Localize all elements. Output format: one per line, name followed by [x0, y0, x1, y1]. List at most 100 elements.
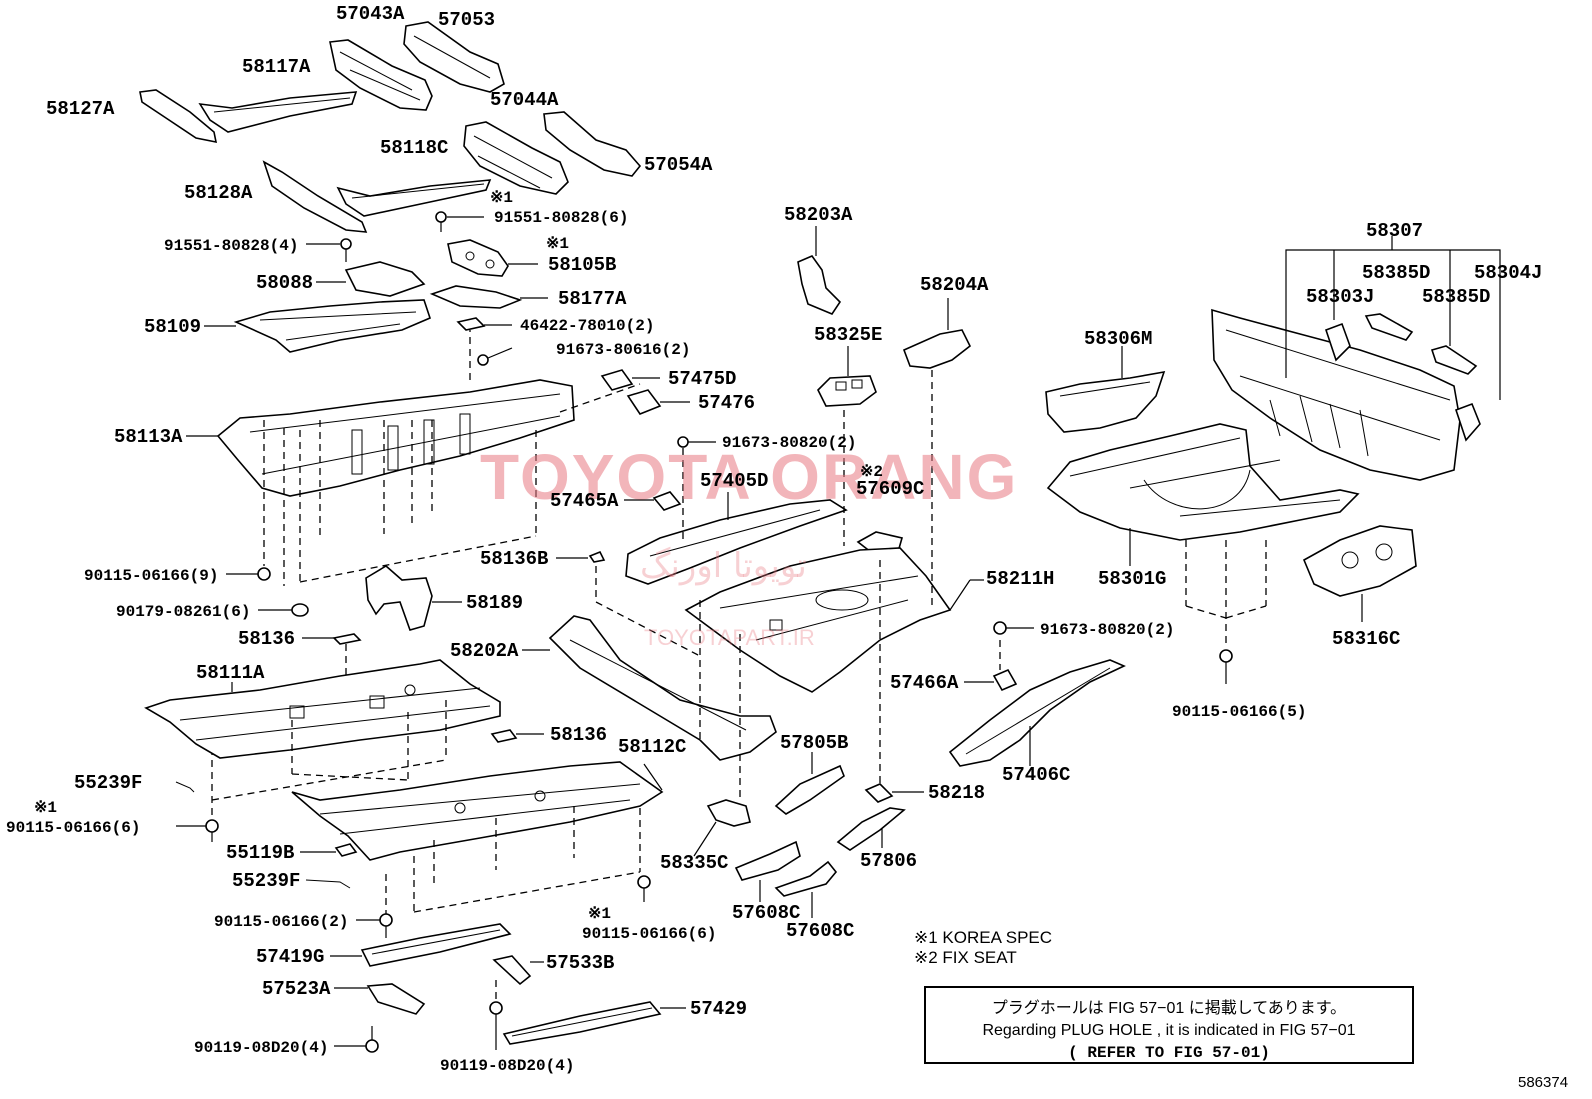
label-58136-b: 58136: [550, 724, 607, 746]
label-58307: 58307: [1366, 220, 1423, 242]
notice-english: Regarding PLUG HOLE , it is indicated in…: [982, 1022, 1356, 1039]
bolt-91551-4: [306, 238, 352, 262]
part-58203A: [797, 226, 842, 315]
label-58325E: 58325E: [814, 324, 882, 346]
part-58325E: [817, 346, 877, 407]
label-57054A: 57054A: [644, 154, 713, 176]
label-57806: 57806: [860, 850, 917, 872]
label-90115-6b: 90115-06166(6): [582, 925, 716, 943]
label-58113A: 58113A: [114, 426, 183, 448]
label-57043A: 57043A: [336, 3, 405, 25]
label-91551-4: 91551-80828(4): [164, 237, 298, 255]
label-58316C: 58316C: [1332, 628, 1400, 650]
mark-1-a: ※1: [490, 189, 513, 207]
part-58111A: [144, 659, 501, 759]
label-58136B: 58136B: [480, 548, 548, 570]
label-58203A: 58203A: [784, 204, 853, 226]
label-57419G: 57419G: [256, 946, 324, 968]
label-91673-820a: 91673-80820(2): [722, 434, 856, 452]
part-58088: [316, 261, 426, 297]
part-57465A: [624, 491, 682, 511]
part-57405D: [625, 492, 848, 585]
label-58117A: 58117A: [242, 56, 311, 78]
label-57475D: 57475D: [668, 368, 736, 390]
label-57053: 57053: [438, 9, 495, 31]
part-57054A: [543, 111, 642, 177]
label-57608C-b: 57608C: [786, 920, 854, 942]
part-58385D-a: [1364, 313, 1414, 341]
label-58211H: 58211H: [986, 568, 1054, 590]
part-57419G: [330, 923, 512, 967]
label-58202A: 58202A: [450, 640, 519, 662]
label-57044A: 57044A: [490, 89, 559, 111]
label-90119-a: 90119-08D20(4): [194, 1039, 328, 1057]
bolt-91551-6: [435, 211, 484, 232]
part-58211H: [684, 547, 984, 693]
part-57806: [836, 807, 906, 851]
label-57405D: 57405D: [700, 470, 768, 492]
part-57533B: [492, 955, 544, 986]
clip-55119B: [300, 843, 358, 857]
mark-1-d: ※1: [588, 905, 611, 923]
label-57609C: 57609C: [856, 478, 924, 500]
label-55239F-a: 55239F: [74, 772, 142, 794]
label-58118C: 58118C: [380, 137, 448, 159]
bolt-90179: [258, 603, 309, 617]
label-57608C-a: 57608C: [732, 902, 800, 924]
dashed-guides-tunnel: [211, 330, 641, 820]
part-58109: [204, 299, 431, 353]
part-58218: [864, 783, 924, 803]
bolt-90115-6a: [176, 819, 219, 842]
label-58385D-a: 58385D: [1362, 262, 1430, 284]
label-90115-6a: 90115-06166(6): [6, 819, 140, 837]
part-91673-616: [477, 347, 513, 366]
part-58307: [1211, 236, 1501, 481]
part-57476: [626, 389, 690, 415]
label-58112C: 58112C: [618, 736, 686, 758]
label-90119-b: 90119-08D20(4): [440, 1057, 574, 1075]
part-57608C-a: [734, 840, 801, 902]
mark-2: ※2: [860, 463, 883, 481]
figure-number: 586374: [1518, 1074, 1569, 1091]
bolt-91673-820a: [677, 436, 716, 540]
dashed-guides-center-floor: [385, 806, 641, 920]
label-58306M: 58306M: [1084, 328, 1152, 350]
label-57805B: 57805B: [780, 732, 848, 754]
note-fix-seat: ※2 FIX SEAT: [914, 948, 1017, 967]
part-58316C: [1302, 525, 1417, 622]
part-58117A: [198, 91, 358, 133]
label-58335C: 58335C: [660, 852, 728, 874]
clip-55239F-a: [175, 781, 195, 793]
label-57533B: 57533B: [546, 952, 614, 974]
notice-japanese: プラグホールは FIG 57−01 に掲載してあります。: [991, 1000, 1347, 1017]
label-90115-5: 90115-06166(5): [1172, 703, 1306, 721]
label-57406C: 57406C: [1002, 764, 1070, 786]
part-58127A: [139, 89, 218, 144]
watermark-main: TOYOTA ORANG: [480, 441, 1019, 513]
part-57053: [403, 21, 505, 93]
dashed-guides-right: [1185, 540, 1267, 644]
part-58113A: [186, 379, 575, 497]
dashed-guides-center: [595, 370, 933, 800]
part-58118C: [336, 179, 492, 217]
label-57476: 57476: [698, 392, 755, 414]
clip-55239F-b: [305, 879, 351, 889]
notice-reference: ( REFER TO FIG 57-01): [1068, 1044, 1270, 1062]
label-58385D-b: 58385D: [1422, 286, 1490, 308]
part-58136-upper: [302, 633, 362, 645]
part-57523A: [334, 983, 426, 1015]
watermark-site: TOYOTAPART.IR: [644, 625, 815, 650]
part-58189: [365, 565, 462, 631]
bolt-91673-820b: [993, 621, 1034, 635]
bolt-90115-2: [356, 913, 393, 938]
part-58128A: [262, 160, 368, 233]
note-korea-spec: ※1 KOREA SPEC: [914, 928, 1053, 947]
label-58301G: 58301G: [1098, 568, 1166, 590]
part-58304J: [1454, 402, 1481, 442]
bolt-90115-6b: [637, 875, 651, 902]
bolt-90115-9: [226, 567, 271, 581]
label-58177A: 58177A: [558, 288, 627, 310]
mark-1-b: ※1: [546, 235, 569, 253]
part-58301G: [1046, 423, 1360, 566]
